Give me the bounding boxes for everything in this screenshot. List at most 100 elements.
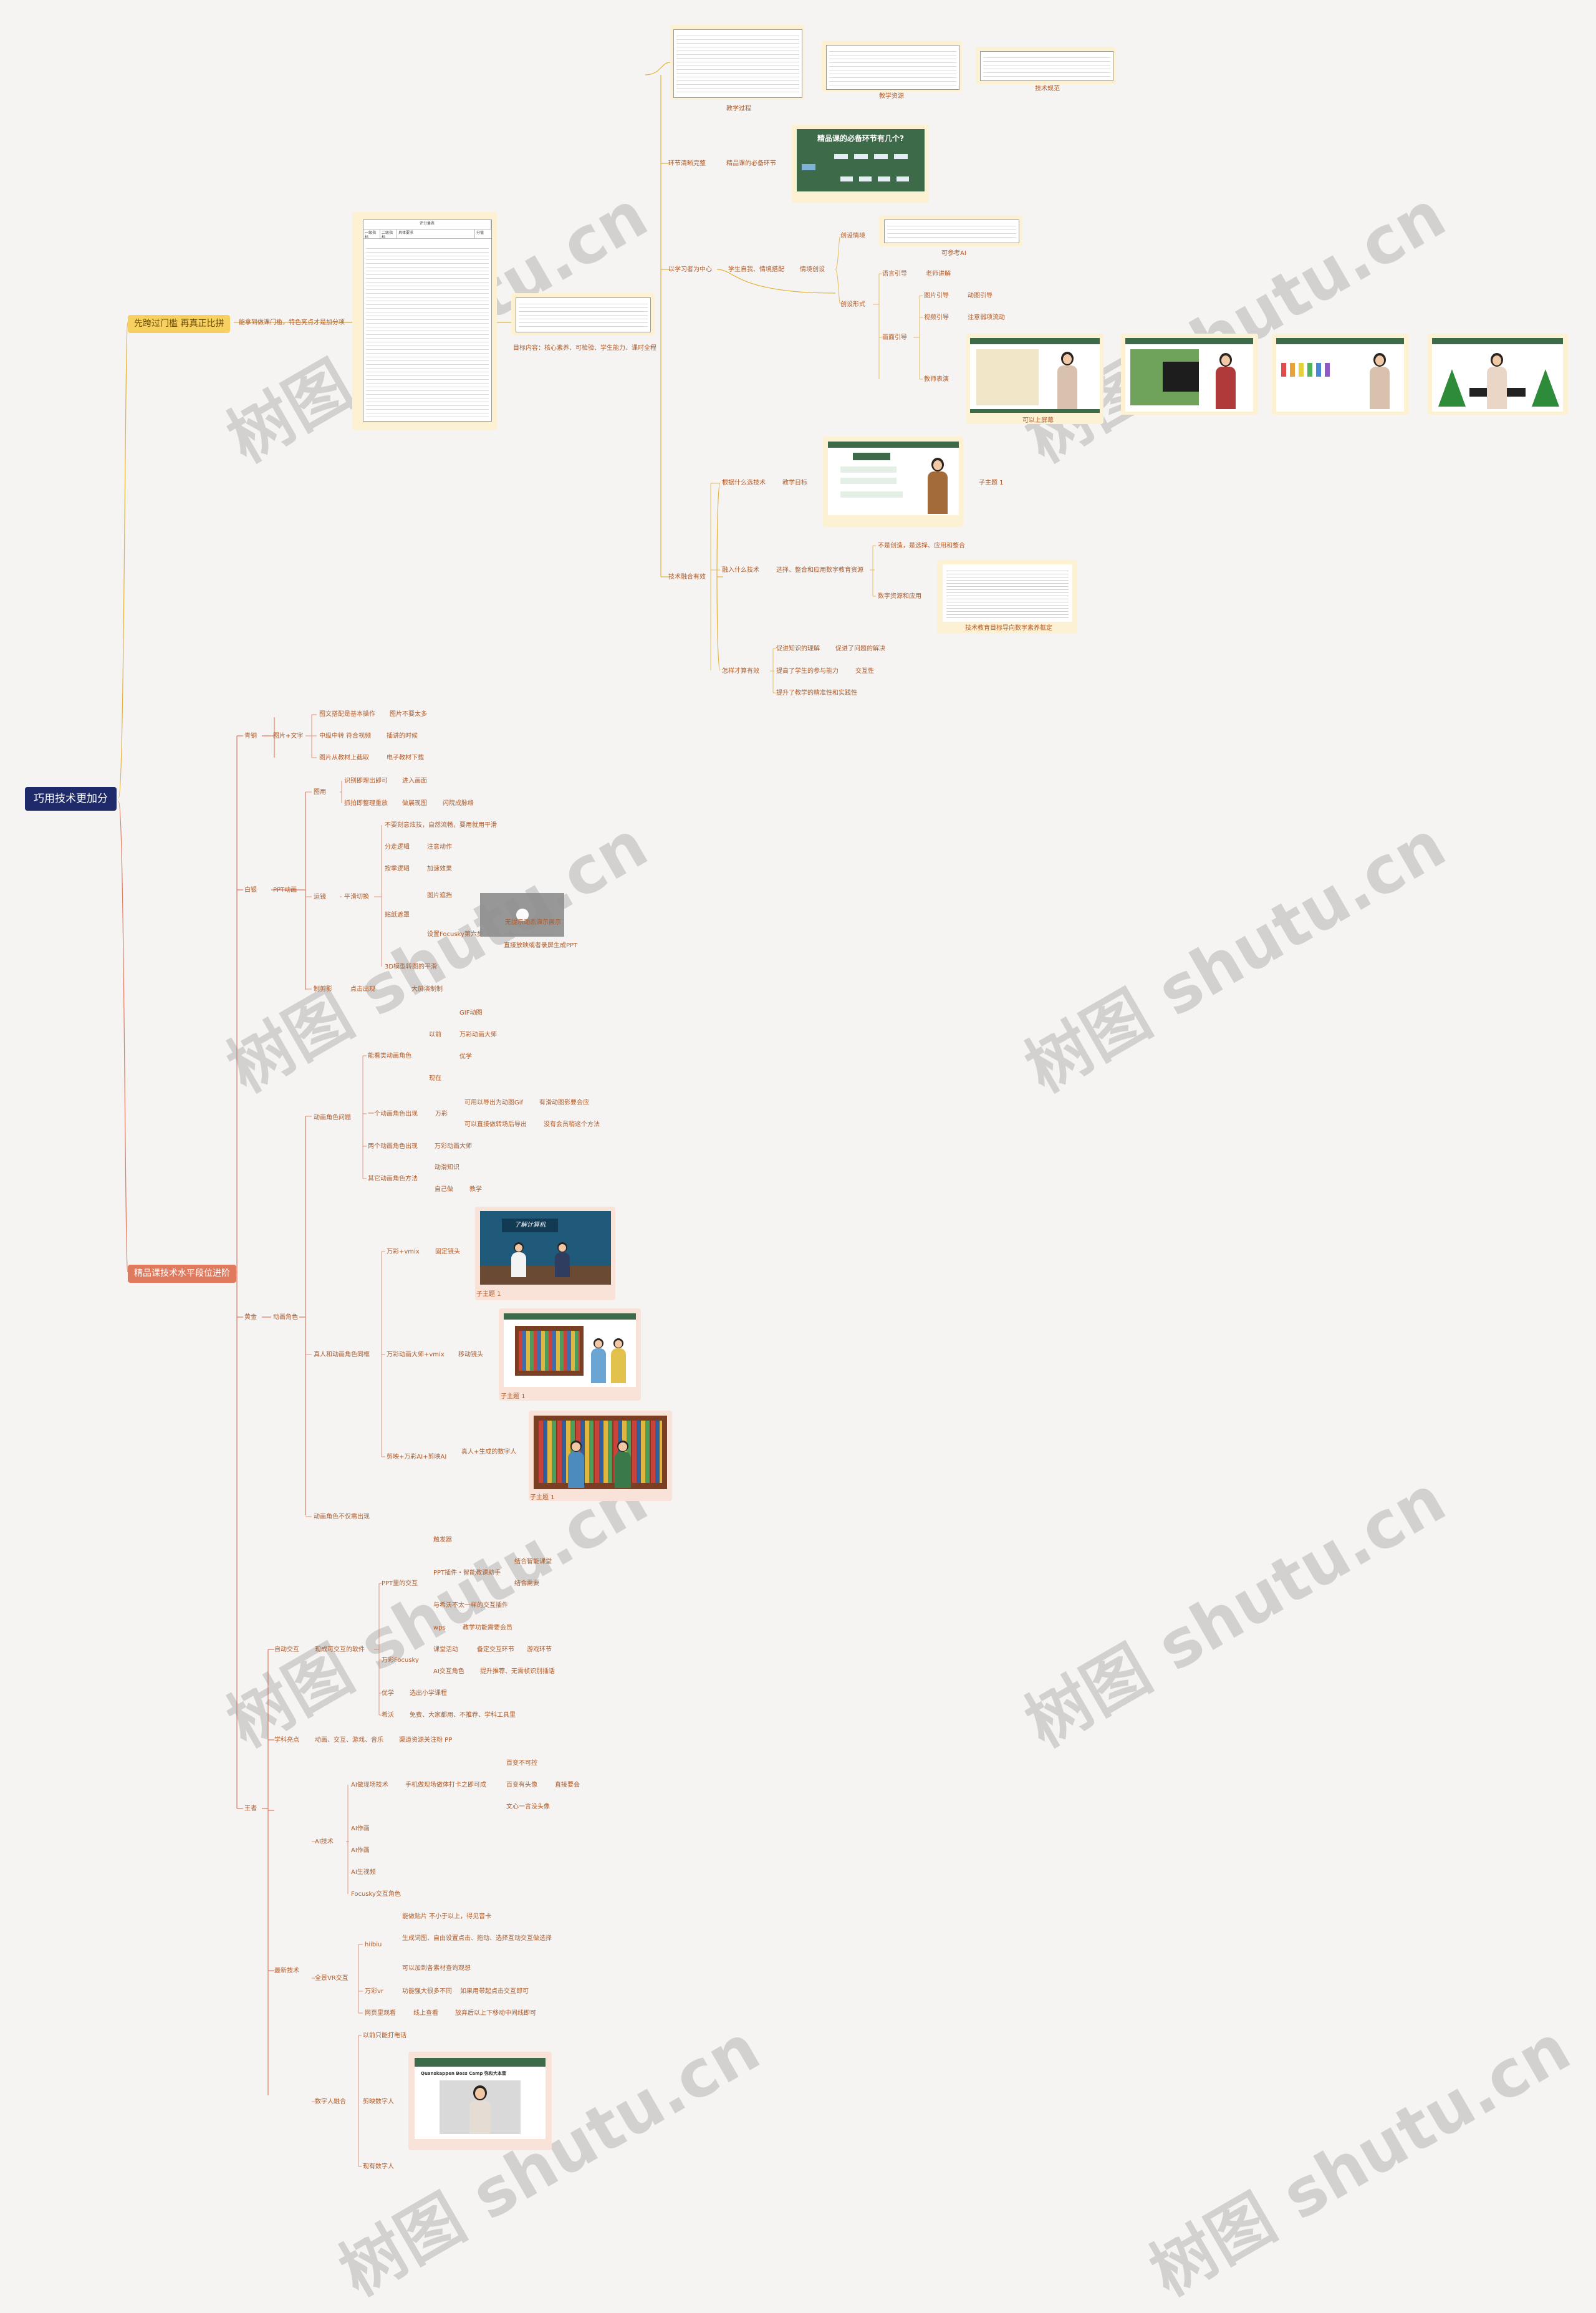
ai-item-5: Focusky交互角色 — [351, 1891, 401, 1898]
interact-item-4: 希沃 — [382, 1712, 394, 1719]
silver-item-img: 图用 — [314, 789, 326, 796]
choose-tech: 选择、整合和应用数字教育资源 — [776, 567, 863, 574]
guide-item-5: 教师表演 — [924, 376, 949, 383]
img-item-2: 抓拍即整理重放 — [344, 800, 388, 807]
hand-sub-12: 教学 — [469, 1186, 482, 1193]
hand-sub-5: 现在 — [429, 1075, 441, 1082]
teach-goal: 教学目标 — [782, 480, 807, 486]
process-table — [673, 29, 802, 98]
hand-sub-9: 万彩动画大师 — [435, 1143, 472, 1150]
ai-item-3: AI作画 — [351, 1847, 370, 1854]
ai-sub-2: 百变不可控 — [506, 1760, 537, 1767]
effect-1: 促进知识的理解 — [776, 645, 820, 652]
ppt-item-4: wps — [433, 1625, 446, 1631]
rubric-table: 评分量表 一级指标 二级指标 具体要求 分值 — [363, 220, 492, 422]
fuse-sub-1: 图片遮挡 — [427, 892, 452, 899]
bronze-item-2: 中级中转 符合视频 — [319, 733, 372, 740]
resource-slide — [943, 564, 1072, 622]
interact-sub: 现成可交互的软件 — [315, 1646, 365, 1653]
vr-sub-1: 能做贴片 不小于以上，得见音卡 — [402, 1913, 492, 1920]
dh-item-2: 剪映数字人 — [363, 2098, 394, 2105]
hand-item-3: 两个动画角色出现 — [368, 1143, 418, 1150]
branch-tech-level[interactable]: 精品课技术水平段位进阶 — [128, 1265, 236, 1283]
guide-item-2: 图片引导 — [924, 292, 949, 299]
links-board: 精品课的必备环节有几个? — [797, 129, 925, 191]
ai-item-2: AI作画 — [351, 1825, 370, 1832]
real-person: 真人和动画角色同框 — [314, 1351, 370, 1358]
bronze-sub: 图片+文字 — [273, 733, 304, 740]
real-caption-2: 子主题 1 — [501, 1393, 526, 1400]
real-sub-2: 移动镜头 — [458, 1351, 483, 1358]
vr-interact: 全景VR交互 — [315, 1975, 349, 1982]
digital-resource: 数字资源和应用 — [878, 593, 921, 600]
screen-1 — [970, 338, 1100, 413]
real-caption-3: 子主题 1 — [530, 1494, 555, 1501]
ppt-item-1: 触发器 — [433, 1537, 452, 1543]
hand-sub-11: 自己做 — [435, 1186, 453, 1193]
resources-caption: 教学资源 — [879, 93, 904, 100]
youxue-sub: 选出小学课程 — [410, 1690, 447, 1697]
dh-slide-title: Quanskappen Boss Camp 弥和大本营 — [421, 2071, 506, 2076]
clear-shot: 动画角色不仅需出现 — [314, 1514, 370, 1520]
seewo-sub: 免费、大家都用、不推荐、学科工具里 — [410, 1712, 516, 1719]
mirror-sub-2: 加速效果 — [427, 866, 452, 872]
hand-sub-1: 以前 — [429, 1031, 441, 1038]
vr-item-2: 万彩vr — [365, 1988, 384, 1995]
resource-caption: 技术教育目标导向数字素养框定 — [965, 625, 1052, 632]
hand-sub-7: 可用以导出为动图Gif — [464, 1099, 524, 1106]
fuse-sub-4: 直接放映或者录屏生成PPT — [504, 942, 578, 949]
ai-item-1: AI做现场技术 — [351, 1782, 388, 1789]
interact-item-3: 优学 — [382, 1690, 394, 1697]
what-tech: 融入什么技术 — [722, 567, 759, 574]
vr-sub-2: 生成词图、自由设置点击、拖动、选择互动交互做选择 — [402, 1935, 552, 1942]
small-rubric-table — [516, 297, 651, 332]
latest-tech: 最新技术 — [274, 1968, 299, 1974]
real-slide-2 — [504, 1313, 636, 1387]
fuse-sub-2: 设置Focusky第六步 — [427, 931, 483, 938]
vr-sub-4: 功能强大很多不同 — [402, 1988, 452, 1995]
mirror-item-4: 平滑切换 — [344, 894, 369, 901]
hand-sub-2: GIF动图 — [459, 1010, 483, 1016]
real-item-2: 万彩动画大师+vmix — [387, 1351, 445, 1358]
tech-effect: 怎样才算有效 — [722, 668, 759, 675]
hand-sub-4: 优学 — [459, 1053, 472, 1060]
play-icon[interactable] — [516, 909, 529, 921]
subject-highlight: 学科亮点 — [274, 1737, 299, 1744]
ai-sub-3: 百变有头像 — [506, 1782, 537, 1789]
subject-sub: 动画、交互、游戏、音乐 — [315, 1737, 383, 1744]
guide-sub-3: 注意弱项流动 — [968, 314, 1005, 321]
ai-sub-5: 直接要会 — [555, 1782, 580, 1789]
small-rubric-note: 目标内容：核心素养、可检验、学生能力、课时全程 — [513, 345, 656, 352]
hand-subsub-2: 没有会员稍这个方法 — [544, 1121, 600, 1128]
branch-threshold[interactable]: 先跨过门槛 再真正比拼 — [128, 315, 231, 333]
hand-sub-3: 万彩动画大师 — [459, 1031, 497, 1038]
img-sub-3: 闪院成脉络 — [443, 800, 474, 807]
ppt-sub-1: 结合智能课堂 — [514, 1558, 552, 1565]
not-create: 不是创造，是选择、应用和整合 — [878, 543, 965, 549]
real-caption-1: 子主题 1 — [476, 1291, 501, 1298]
root-node[interactable]: 巧用技术更加分 — [25, 787, 117, 811]
process-caption: 教学过程 — [726, 105, 751, 112]
vr-sub-5: 如果用带起点击交互即可 — [460, 1988, 529, 1995]
dh-item-1: 以前只能打电话 — [363, 2032, 406, 2039]
mirror-sub-1: 注意动作 — [427, 844, 452, 851]
img-sub-1: 进入画面 — [402, 778, 427, 785]
level-gold: 黄金 — [244, 1314, 257, 1321]
vr-sub-3: 可以加到各素材查询观想 — [402, 1965, 471, 1972]
level-king: 王者 — [244, 1805, 257, 1812]
fuse-item-1: 贴纸遮罩 — [385, 912, 410, 919]
screen-2 — [1125, 338, 1253, 412]
fuse-item-2: 3D模型转图的平滑 — [385, 963, 438, 970]
silver-sub: PPT动画 — [273, 887, 297, 894]
ppt-item-3: 与希沃不太一样的交互插件 — [433, 1602, 508, 1609]
ref-ai: 可参考AI — [941, 250, 966, 257]
ai-sub-1: 手机做现场做体打卡之即可成 — [405, 1782, 486, 1789]
rubric-header-3: 具体要求 — [397, 229, 475, 238]
bronze-item-2-sub: 插讲的时候 — [387, 733, 418, 740]
bronze-item-1-sub: 图片不要太多 — [390, 711, 427, 718]
bronze-item-3: 图片从教材上截取 — [319, 755, 369, 761]
bronze-item-1: 图文搭配是基本操作 — [319, 711, 375, 718]
real-slide-3 — [534, 1416, 667, 1489]
focus-item-2: AI交互角色 — [433, 1668, 464, 1675]
resources-table — [826, 45, 959, 90]
